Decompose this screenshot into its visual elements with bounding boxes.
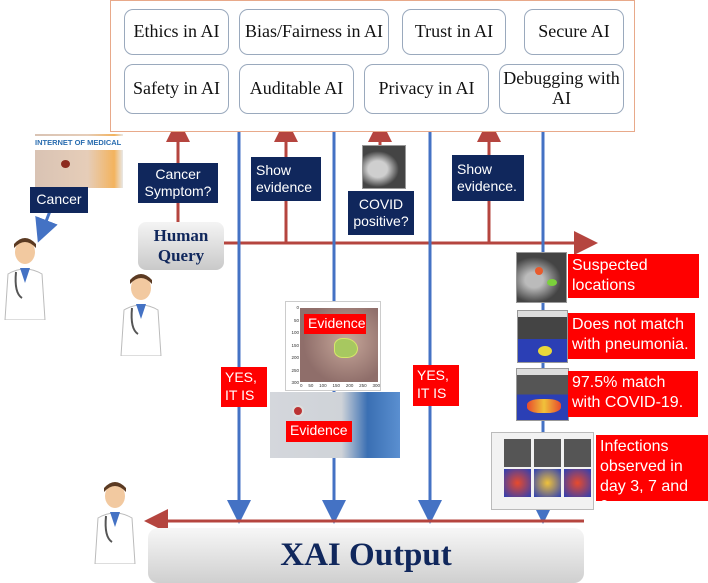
- category-auditable: Auditable AI: [239, 64, 354, 114]
- finding-4: Infections observed in day 3, 7 and 9.: [596, 435, 708, 515]
- xray-marked-image: [516, 252, 567, 303]
- category-ethics: Ethics in AI: [124, 9, 229, 55]
- x-tick-1: 50: [308, 383, 314, 388]
- evidence-label-2: Evidence: [286, 421, 352, 442]
- covid-heatmap-image: [516, 368, 569, 421]
- day7-heatmap: [534, 469, 561, 497]
- skin-lesion: [61, 160, 70, 168]
- xai-output-box: XAI Output: [148, 528, 584, 583]
- y-tick-2: 100: [291, 330, 299, 335]
- x-tick-2: 100: [319, 383, 327, 388]
- day3-heatmap: [504, 469, 531, 497]
- day9-heatmap: [564, 469, 591, 497]
- ai-categories-box: Ethics in AI Bias/Fairness in AI Trust i…: [110, 0, 635, 132]
- y-tick-1: 50: [293, 317, 299, 323]
- highlight-region: [334, 338, 358, 358]
- x-tick-3: 150: [332, 383, 340, 388]
- doctor-icon-2: [120, 274, 162, 356]
- doctor-icon: [4, 238, 46, 320]
- show-evidence-label-2: Show evidence.: [452, 155, 524, 201]
- category-debugging: Debugging with AI: [499, 64, 624, 114]
- evidence-label-1: Evidence: [304, 314, 366, 334]
- x-axis-ticks: 0 50 100 150 200 250 300: [300, 383, 380, 388]
- cancer-label: Cancer: [30, 187, 88, 213]
- marker-2: [547, 279, 557, 286]
- day9-xray: [564, 439, 591, 467]
- lesion-spot: [292, 405, 304, 417]
- y-axis-ticks: 0 50 100 150 200 250 300: [286, 305, 299, 385]
- day7-xray: [534, 439, 561, 467]
- category-privacy: Privacy in AI: [364, 64, 489, 114]
- x-tick-0: 0: [300, 383, 303, 388]
- y-tick-3: 150: [291, 342, 299, 348]
- covid-positive-label: COVID positive?: [348, 191, 414, 235]
- yes-label-1: YES, IT IS: [221, 367, 267, 407]
- finding-2: Does not match with pneumonia.: [568, 313, 695, 359]
- x-tick-5: 250: [359, 383, 367, 388]
- cancer-symptom-label: Cancer Symptom?: [138, 163, 218, 203]
- y-tick-0: 0: [296, 305, 299, 310]
- heat-spot: [538, 346, 552, 356]
- pneumonia-heatmap-image: [517, 310, 568, 363]
- human-query-line-2: Query: [157, 246, 205, 265]
- finding-3: 97.5% match with COVID-19.: [568, 371, 698, 417]
- finding-1: Suspected locations marked.: [568, 254, 699, 314]
- category-secure: Secure AI: [524, 9, 624, 55]
- heat-band: [527, 399, 561, 413]
- y-tick-5: 250: [291, 367, 299, 373]
- chest-xray-thumbnail: [362, 145, 406, 189]
- doctor-icon-3: [94, 482, 136, 564]
- human-query-line-1: Human: [153, 226, 209, 246]
- x-tick-6: 300: [372, 383, 380, 388]
- y-tick-6: 300: [291, 380, 299, 385]
- show-evidence-label-1: Show evidence: [251, 157, 321, 201]
- category-bias-fairness: Bias/Fairness in AI: [239, 9, 389, 55]
- category-trust: Trust in AI: [402, 9, 506, 55]
- marker-1: [535, 267, 543, 275]
- day3-xray: [504, 439, 531, 467]
- x-tick-4: 200: [345, 383, 354, 388]
- human-query-box: Human Query: [138, 222, 224, 270]
- iomt-logo: INTERNET OF MEDICAL THINGS: [35, 136, 123, 150]
- category-safety: Safety in AI: [124, 64, 229, 114]
- y-tick-4: 200: [291, 355, 299, 360]
- multiday-xray-image: [491, 432, 594, 510]
- yes-label-2: YES, IT IS: [413, 365, 459, 406]
